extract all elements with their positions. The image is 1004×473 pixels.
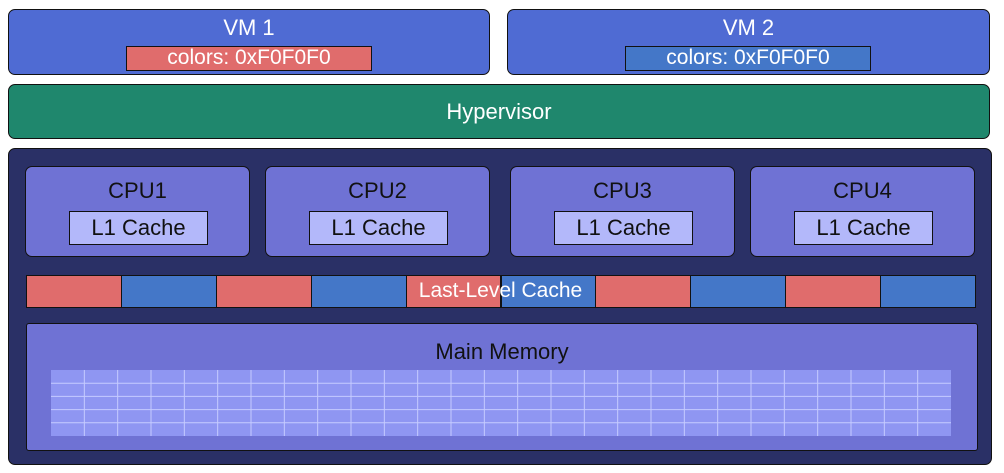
llc-label: Last-Level Cache [418, 279, 583, 302]
llc-segment-vm2 [120, 275, 217, 308]
vm2-title: VM 2 [722, 15, 775, 40]
llc-segment-vm2 [310, 275, 407, 308]
llc-segment-vm1 [26, 275, 122, 308]
hypervisor-label: Hypervisor [446, 99, 552, 124]
cpu-3: CPU3 L1 Cache [510, 166, 735, 257]
memory-grid [51, 370, 951, 436]
main-memory-label: Main Memory [435, 339, 569, 364]
l1-cache: L1 Cache [794, 211, 933, 245]
llc-segment-vm2 [690, 275, 787, 308]
hypervisor-layer: Hypervisor [8, 84, 990, 139]
l1-cache: L1 Cache [69, 211, 208, 245]
llc-segment-vm1 [405, 275, 502, 308]
cpu-1: CPU1 L1 Cache [25, 166, 250, 257]
l1-cache: L1 Cache [309, 211, 448, 245]
vm2-colors-tag: colors: 0xF0F0F0 [625, 46, 871, 71]
llc-segment-vm1 [595, 275, 692, 308]
vm1-title: VM 1 [223, 15, 275, 40]
main-memory: Main Memory [26, 323, 978, 451]
llc-segment-vm2 [880, 275, 976, 308]
vm2-box: VM 2 colors: 0xF0F0F0 [507, 9, 990, 75]
cpu-label: CPU1 [108, 178, 167, 203]
cpu-label: CPU3 [593, 178, 652, 203]
vm1-box: VM 1 colors: 0xF0F0F0 [8, 9, 490, 75]
cpu-label: CPU4 [833, 178, 892, 203]
llc-segment-vm1 [785, 275, 882, 308]
llc-segment-vm2 [500, 275, 597, 308]
last-level-cache: Last-Level Cache [26, 275, 976, 308]
vm1-colors-tag: colors: 0xF0F0F0 [126, 46, 372, 71]
cpu-label: CPU2 [348, 178, 407, 203]
l1-cache: L1 Cache [554, 211, 693, 245]
cpu-4: CPU4 L1 Cache [750, 166, 975, 257]
cpu-2: CPU2 L1 Cache [265, 166, 490, 257]
